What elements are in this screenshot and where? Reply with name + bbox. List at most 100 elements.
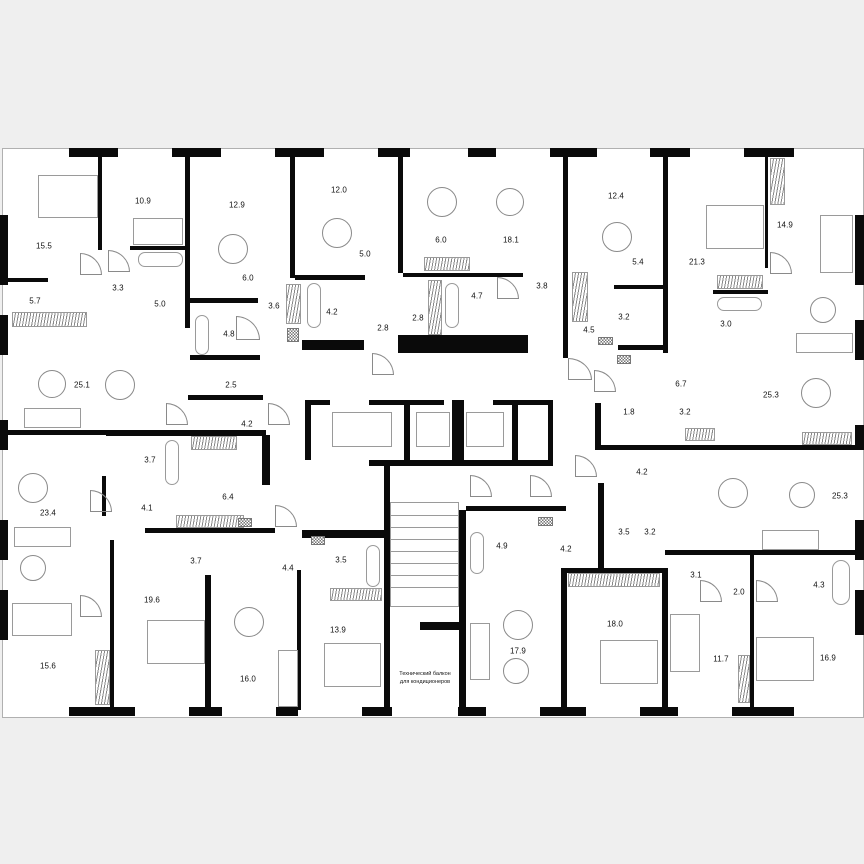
stair-step [390, 539, 459, 540]
exterior-wall [189, 707, 222, 716]
room-area-label: 16.9 [820, 653, 836, 663]
dining-table [718, 478, 748, 508]
room-area-label: 5.0 [359, 249, 371, 259]
bed [756, 637, 814, 681]
room-area-label: 17.9 [510, 646, 526, 656]
room-area-label: 18.1 [503, 235, 519, 245]
exterior-wall [0, 520, 8, 560]
room-area-label: 15.6 [40, 661, 56, 671]
room-area-label: 2.8 [412, 313, 424, 323]
interior-wall [561, 568, 567, 708]
dining-table [234, 607, 264, 637]
elevator-core-wall [369, 460, 553, 466]
room-area-label: 12.9 [229, 200, 245, 210]
wardrobe [685, 428, 715, 441]
elevator-core-wall [385, 465, 390, 715]
sofa [796, 333, 853, 353]
room-area-label: 4.4 [282, 563, 294, 573]
exterior-wall [855, 320, 864, 360]
note-line-1: Технический балкон [399, 671, 451, 677]
interior-wall [618, 345, 668, 350]
room-area-label: 4.3 [813, 580, 825, 590]
dining-table [503, 610, 533, 640]
exterior-wall [458, 707, 486, 716]
interior-wall [765, 148, 768, 268]
interior-wall [205, 575, 211, 710]
bed [820, 215, 853, 273]
sofa [470, 623, 490, 680]
room-area-label: 4.2 [241, 419, 253, 429]
exterior-wall [172, 148, 221, 157]
room-area-label: 11.7 [713, 654, 729, 664]
round-table [503, 658, 529, 684]
elevator-core-wall [305, 400, 330, 405]
bathtub [366, 545, 380, 587]
exterior-wall [0, 315, 8, 355]
dining-table [218, 234, 248, 264]
interior-wall [595, 403, 601, 448]
interior-wall [398, 335, 528, 353]
bed [12, 603, 72, 636]
ventilation-shaft [617, 355, 631, 364]
interior-wall [295, 275, 365, 280]
elevator-core-wall [404, 400, 410, 462]
wardrobe [802, 432, 852, 445]
elevator-core-wall [452, 400, 464, 462]
interior-wall [8, 430, 188, 435]
wardrobe [286, 284, 301, 324]
interior-wall [563, 148, 568, 358]
exterior-wall [855, 215, 864, 285]
bed [324, 643, 381, 687]
exterior-wall [744, 148, 794, 157]
ventilation-shaft [538, 517, 553, 526]
room-area-label: 2.8 [377, 323, 389, 333]
interior-wall [565, 568, 665, 573]
bathtub [832, 560, 850, 605]
exterior-wall [0, 590, 8, 640]
elevator-car [332, 412, 392, 447]
bathtub [445, 283, 459, 328]
dining-table [18, 473, 48, 503]
interior-wall [130, 246, 190, 250]
room-area-label: 3.6 [268, 301, 280, 311]
round-table [789, 482, 815, 508]
room-area-label: 4.7 [471, 291, 483, 301]
wardrobe [717, 275, 763, 289]
wardrobe [95, 650, 110, 705]
room-area-label: 5.7 [29, 296, 41, 306]
bed [38, 175, 98, 218]
room-area-label: 6.0 [242, 273, 254, 283]
interior-wall [145, 528, 275, 533]
ventilation-shaft [287, 328, 299, 342]
exterior-wall [855, 425, 864, 450]
room-area-label: 3.1 [690, 570, 702, 580]
room-area-label: 12.0 [331, 185, 347, 195]
stair-step [390, 563, 459, 564]
exterior-wall [732, 707, 794, 716]
room-area-label: 3.5 [335, 555, 347, 565]
dining-table [801, 378, 831, 408]
room-area-label: 4.2 [636, 467, 648, 477]
room-area-label: 3.2 [618, 312, 630, 322]
sofa [762, 530, 819, 550]
interior-wall [663, 148, 668, 353]
room-area-label: 19.6 [144, 595, 160, 605]
dining-table [105, 370, 135, 400]
bathtub [165, 440, 179, 485]
room-area-label: 4.9 [496, 541, 508, 551]
bathtub [470, 532, 484, 574]
exterior-wall [640, 707, 678, 716]
interior-wall [713, 290, 768, 294]
wardrobe [12, 312, 87, 327]
interior-wall [665, 550, 855, 555]
exterior-wall [540, 707, 586, 716]
round-table [496, 188, 524, 216]
sofa [278, 650, 298, 707]
room-area-label: 3.0 [720, 319, 732, 329]
interior-wall [8, 278, 48, 282]
ventilation-shaft [238, 518, 252, 527]
room-area-label: 2.5 [225, 380, 237, 390]
room-area-label: 14.9 [777, 220, 793, 230]
room-area-label: 2.0 [733, 587, 745, 597]
room-area-label: 4.8 [223, 329, 235, 339]
